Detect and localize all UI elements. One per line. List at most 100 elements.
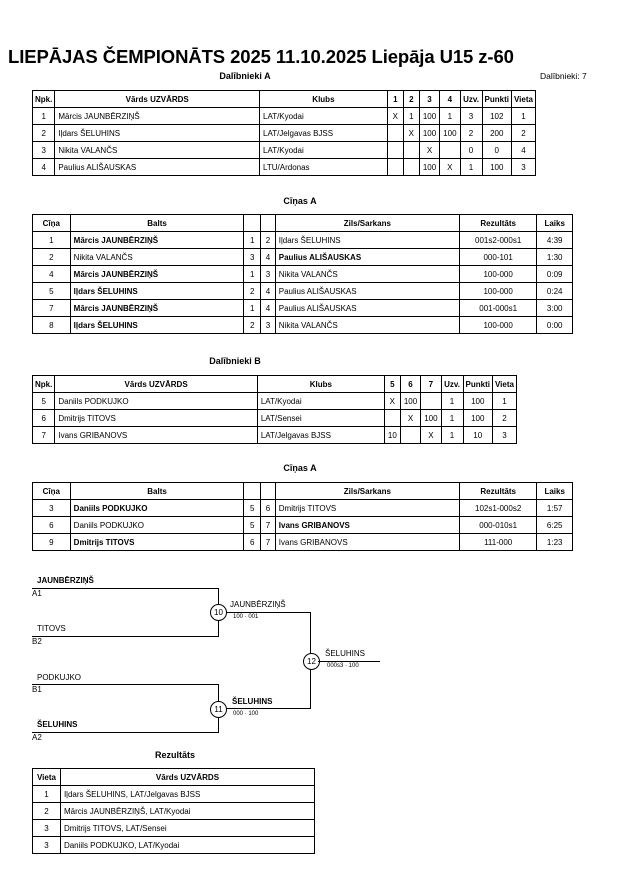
result-place: 1 [32,785,61,803]
fight-result: 111-000 [458,533,538,551]
bracket-b1-name: PODKUJKO [37,673,82,682]
white-index: 1 [243,231,262,249]
table-cell: LAT/Kyodai [256,392,385,410]
table-cell: Mārcis JAUNBĒRZIŅŠ [54,107,260,125]
bracket-line-10 [226,612,310,613]
bracket-a1-seed: A1 [32,589,42,598]
fight-time: 0:00 [536,316,573,334]
column-header [243,214,262,232]
white-fighter: Daniils PODKUJKO [69,499,245,517]
fights-a-label: Cīņas A [283,196,317,206]
table-cell: 3 [31,141,56,159]
fight-result: 100-000 [458,265,538,283]
column-header: Punkti [481,90,512,108]
fight-result: 102s1-000s2 [458,499,538,517]
blue-index: 7 [260,533,276,551]
table-cell: Nikita VALANČS [54,141,260,159]
column-header: 6 [399,375,422,393]
fight-number: 2 [32,248,71,266]
column-header: Vārds UZVĀRDS [59,768,316,786]
white-fighter: Iļdars ŠELUHINS [69,282,245,300]
table-cell: 0 [459,141,483,159]
blue-fighter: Iļdars ŠELUHINS [274,231,460,249]
blue-fighter: Paulius ALIŠAUSKAS [274,282,460,300]
table-cell [402,141,420,159]
white-fighter: Mārcis JAUNBĒRZIŅŠ [69,299,245,317]
table-cell: 1 [440,426,464,444]
column-header: 3 [418,90,441,108]
table-cell: 100 [420,409,442,427]
fight-number: 6 [32,516,71,534]
blue-fighter: Nikita VALANČS [274,265,460,283]
table-cell: 0 [481,141,512,159]
result-place: 3 [32,819,61,837]
match-11-score: 000 · 100 [233,711,259,717]
bracket-a2-name: ŠELUHINS [37,720,78,729]
column-header: Zils/Sarkans [274,214,460,232]
table-cell [402,158,420,176]
white-fighter: Dmitrijs TITOVS [69,533,245,551]
table-cell: 100 [418,107,441,125]
blue-index: 3 [260,265,276,283]
column-header: Balts [69,214,245,232]
white-index: 5 [243,499,262,517]
bracket-b2-name: TITOVS [37,624,66,633]
table-cell: 4 [31,158,56,176]
fight-number: 1 [32,231,71,249]
column-header: Vārds UZVĀRDS [54,375,258,393]
table-cell: Dmitrijs TITOVS [54,409,258,427]
table-cell: 200 [481,124,512,142]
table-cell: 1 [510,107,537,125]
fight-time: 0:24 [536,282,573,300]
column-header: 7 [420,375,442,393]
column-header: Npk. [31,90,56,108]
blue-index: 4 [260,248,276,266]
match-10-score: 100 · 001 [233,614,259,620]
blue-index: 2 [260,231,276,249]
column-header [243,482,262,500]
column-header: 4 [439,90,461,108]
table-cell: 4 [510,141,537,159]
table-cell: 6 [31,409,56,427]
fight-number: 3 [32,499,71,517]
white-index: 6 [243,533,262,551]
fight-number: 9 [32,533,71,551]
table-cell: LAT/Kyodai [259,141,388,159]
result-place: 2 [32,802,61,820]
fight-time: 6:25 [536,516,573,534]
table-cell [386,141,404,159]
table-cell: 5 [31,392,56,410]
white-fighter: Mārcis JAUNBĒRZIŅŠ [69,265,245,283]
fight-number: 5 [32,282,71,300]
table-cell: 2 [510,124,537,142]
match-11-marker: 11 [210,701,227,718]
table-cell: LAT/Kyodai [259,107,388,125]
table-cell: 3 [510,158,537,176]
table-cell: 2 [459,124,483,142]
white-fighter: Mārcis JAUNBĒRZIŅŠ [69,231,245,249]
column-header: Laiks [536,214,573,232]
match-12-winner: ŠELUHINS [325,649,366,658]
blue-fighter: Paulius ALIŠAUSKAS [274,299,460,317]
table-cell: LAT/Jelgavas BJSS [259,124,388,142]
column-header: Balts [69,482,245,500]
white-index: 1 [243,299,262,317]
table-cell: 3 [491,426,518,444]
table-cell [386,124,404,142]
bracket-line-11 [226,708,310,709]
column-header: Uzv. [459,90,483,108]
table-cell: 102 [481,107,512,125]
